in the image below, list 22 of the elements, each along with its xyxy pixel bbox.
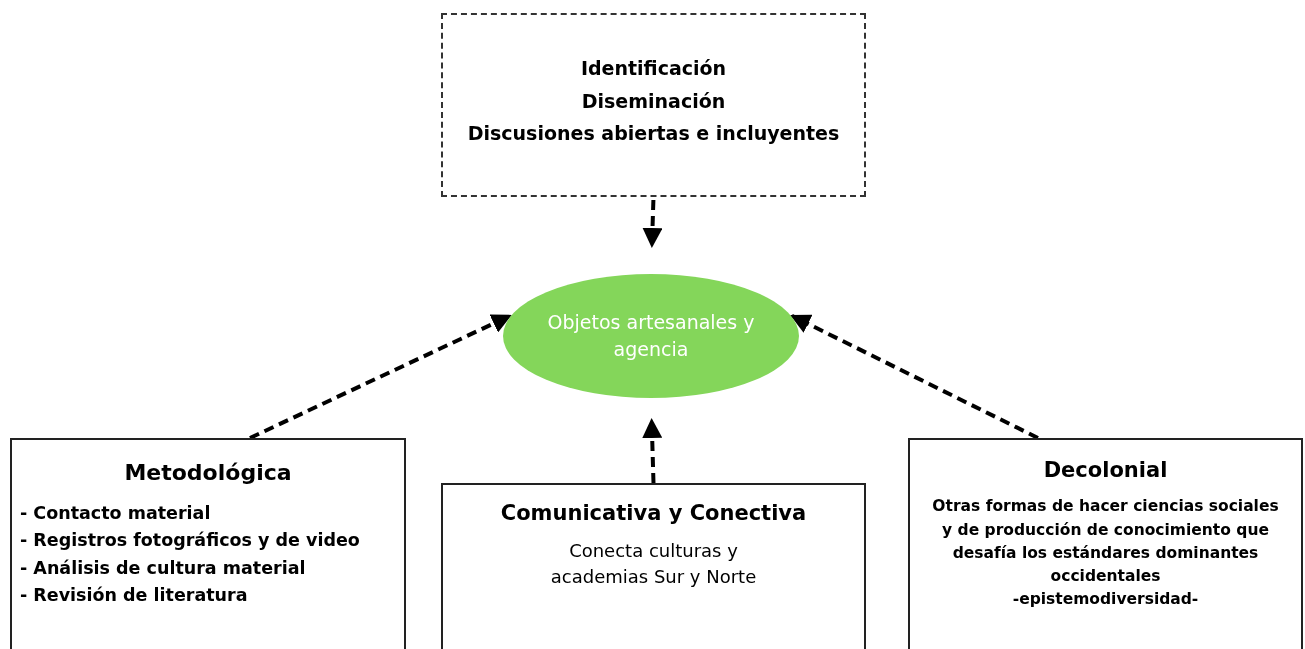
list-item-text: - Registros fotográficos y de video xyxy=(20,529,361,553)
list-item-text: Discusiones abiertas e incluyentes xyxy=(466,121,841,147)
box-heading: Comunicativa y Conectiva xyxy=(499,500,808,527)
list-item-text: - Análisis de cultura material xyxy=(20,556,307,580)
list-item-text: - Contacto material xyxy=(20,501,212,525)
box-body-text: Conecta culturas y academias Sur y Norte xyxy=(549,539,758,589)
category-box xyxy=(441,483,866,649)
list-item-text: Identificación xyxy=(579,56,728,81)
box-heading: Metodológica xyxy=(123,459,293,487)
box-heading: Decolonial xyxy=(1042,457,1169,484)
arrow xyxy=(249,313,512,440)
category-box xyxy=(908,438,1303,649)
dashed-box xyxy=(441,13,866,197)
list-item-text: Diseminación xyxy=(580,88,727,114)
arrow xyxy=(642,418,663,484)
category-box xyxy=(10,438,406,649)
arrow xyxy=(642,199,663,248)
ellipse-label: Objetos artesanales y agencia xyxy=(546,310,756,362)
arrow xyxy=(790,314,1039,440)
box-body-text: Otras formas de hacer ciencias sociales y de producción de conocimiento que desafía los estándares dominantes occidentales xyxy=(931,496,1280,588)
list-item-text: - Revisión de literatura xyxy=(20,584,249,608)
box-body-text: -epistemodiversidad- xyxy=(1011,589,1200,611)
